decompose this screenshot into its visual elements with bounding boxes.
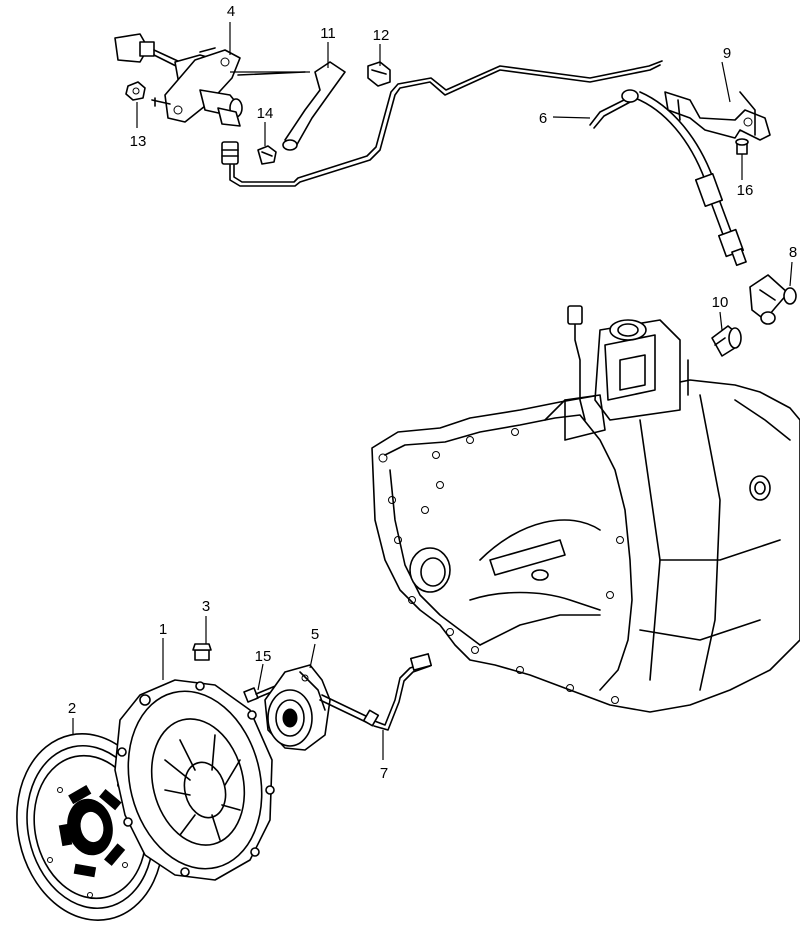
callout-15: 15 bbox=[255, 648, 272, 665]
callout-16: 16 bbox=[737, 182, 754, 199]
callout-11: 11 bbox=[320, 25, 336, 42]
clutch-pipe-6 bbox=[229, 60, 663, 187]
nut-13 bbox=[125, 81, 146, 101]
callout-1: 1 bbox=[159, 621, 167, 638]
callout-labels: 4 11 12 13 14 6 9 16 8 10 3 1 2 15 5 7 bbox=[68, 3, 797, 782]
clip-14 bbox=[257, 145, 277, 165]
leader-lines bbox=[72, 22, 793, 760]
bolt-3 bbox=[192, 643, 212, 661]
callout-4: 4 bbox=[227, 3, 235, 20]
pressure-plate-1 bbox=[114, 679, 275, 881]
callout-5: 5 bbox=[311, 626, 319, 643]
union-8 bbox=[749, 274, 797, 325]
clip-12 bbox=[367, 61, 391, 87]
callout-14: 14 bbox=[257, 105, 274, 122]
bolt-16 bbox=[735, 138, 749, 155]
callout-12: 12 bbox=[373, 27, 390, 44]
callout-3: 3 bbox=[202, 598, 210, 615]
callout-9: 9 bbox=[723, 45, 731, 62]
callout-13: 13 bbox=[130, 133, 147, 150]
release-cylinder-5 bbox=[264, 653, 433, 751]
transmission-housing bbox=[371, 305, 800, 713]
callout-6: 6 bbox=[539, 110, 547, 127]
callout-2: 2 bbox=[68, 700, 76, 717]
master-cylinder-4 bbox=[114, 33, 306, 127]
pipe-fitting bbox=[221, 141, 239, 165]
callout-7: 7 bbox=[380, 765, 388, 782]
flex-hose bbox=[621, 89, 747, 267]
grommet-10 bbox=[711, 325, 742, 357]
reservoir-hose-11 bbox=[282, 61, 346, 151]
bracket-9 bbox=[664, 91, 771, 141]
callout-10: 10 bbox=[712, 294, 729, 311]
callout-8: 8 bbox=[789, 244, 797, 261]
